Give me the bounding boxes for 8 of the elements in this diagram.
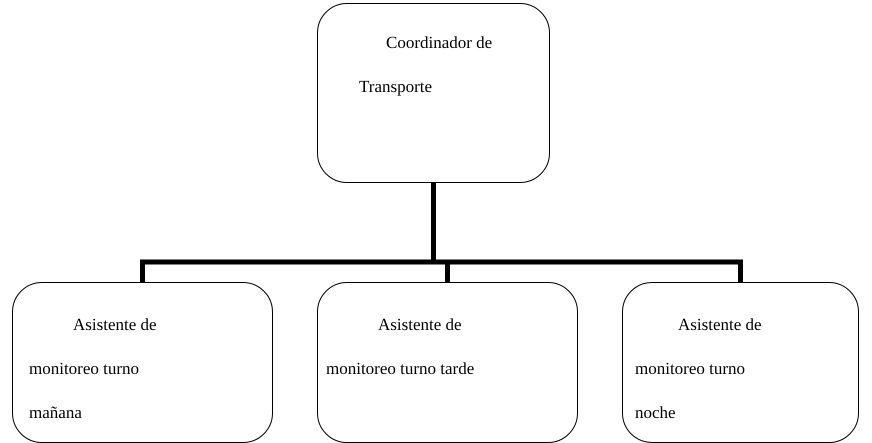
org-box [12,282,273,443]
org-box [317,282,578,443]
role-title: Asistente de monitoreo turno noche [635,314,763,424]
org-box [622,282,859,443]
org-box [317,3,550,183]
role-title: Asistente de monitoreo turno mañana [29,314,158,424]
role-title: Asistente de monitoreo turno tarde [326,314,476,380]
role-title: Coordinador de Transporte [359,32,494,98]
